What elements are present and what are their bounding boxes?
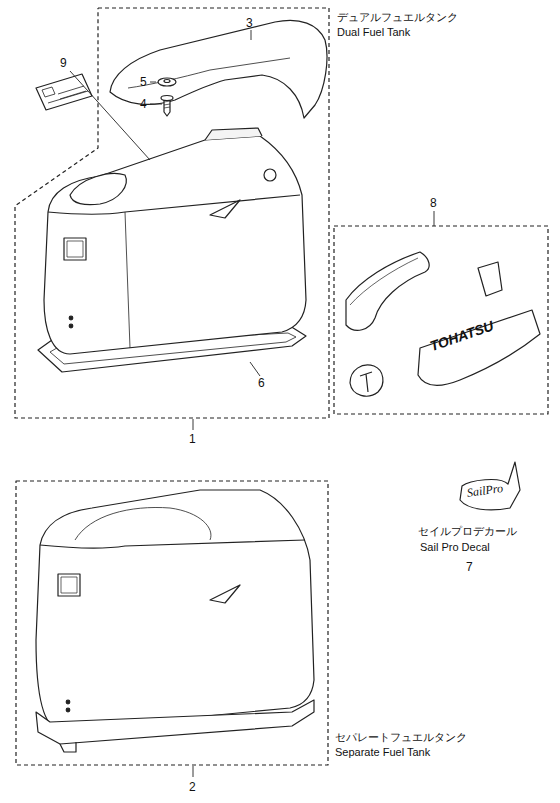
callout-number: 7	[466, 560, 473, 574]
group-box	[16, 481, 328, 765]
filler-opening	[70, 174, 126, 205]
label-sticker	[36, 74, 92, 110]
group-heading: セパレートフュエルタンクSeparate Fuel Tank	[335, 730, 467, 760]
engine-cover	[36, 490, 314, 730]
group-box	[334, 226, 548, 414]
callout-number: 3	[246, 16, 253, 30]
group-heading: デュアルフュエルタンクDual Fuel Tank	[337, 10, 458, 40]
part-name: セイルプロデカール	[418, 524, 517, 538]
callout-number: 1	[189, 432, 196, 446]
heading-line: セパレートフュエルタンク	[335, 730, 467, 745]
emblem-decal	[350, 365, 383, 396]
callout-number: 2	[189, 780, 196, 794]
washer	[158, 78, 176, 86]
heading-line: デュアルフュエルタンク	[337, 10, 458, 25]
heading-line: Dual Fuel Tank	[337, 25, 458, 40]
decal	[346, 252, 429, 330]
top-cover	[110, 20, 327, 118]
callout-number: 5	[140, 75, 147, 89]
callout-number: 9	[60, 56, 67, 70]
part-name: Sail Pro Decal	[420, 540, 490, 554]
decal	[478, 262, 502, 296]
callout-number: 8	[430, 196, 437, 210]
sailpro-decal	[460, 462, 520, 510]
brand-decal	[418, 310, 540, 385]
callout-number: 6	[258, 376, 265, 390]
callout-number: 4	[140, 97, 147, 111]
engine-cover	[44, 136, 306, 354]
group-region: セパレートフュエルタンクSeparate Fuel Tank	[15, 480, 329, 766]
heading-line: Separate Fuel Tank	[335, 745, 467, 760]
